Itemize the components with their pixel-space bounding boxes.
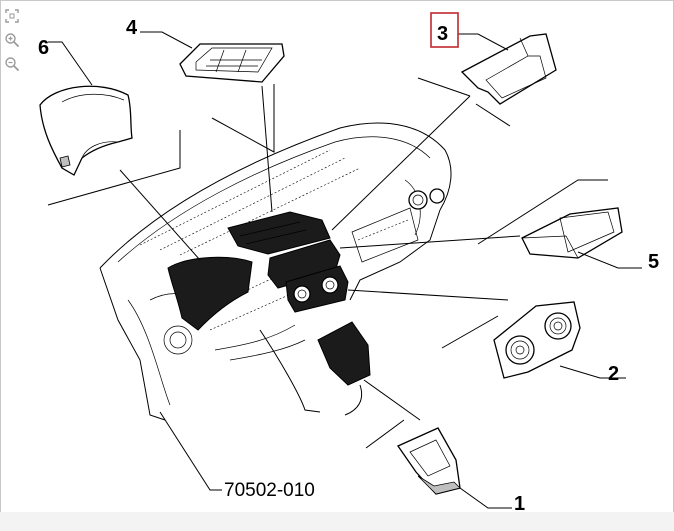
callout-2[interactable]: 2 <box>608 363 619 385</box>
dashboard-assembly <box>99 122 452 421</box>
callout-5[interactable]: 5 <box>648 251 659 273</box>
callout-6[interactable]: 6 <box>38 37 49 59</box>
installed-top-vent <box>227 211 331 255</box>
part-5-storage-pocket <box>521 207 623 259</box>
callout-1[interactable]: 1 <box>514 493 525 515</box>
installed-vent-cluster <box>285 265 349 313</box>
part-4-top-vent-panel <box>179 43 285 83</box>
part-3-center-bezel <box>460 33 557 105</box>
viewer-bottom-strip <box>0 512 674 531</box>
part-6-binnacle-cover <box>39 85 133 176</box>
fit-view-icon[interactable] <box>4 8 20 24</box>
installed-console-tray <box>317 321 371 386</box>
callout-4[interactable]: 4 <box>126 17 138 39</box>
part-2-vent-cluster <box>493 301 581 379</box>
zoom-in-icon[interactable] <box>4 32 20 48</box>
callout-3[interactable]: 3 <box>437 23 448 45</box>
viewer-toolbar <box>4 8 22 80</box>
zoom-out-icon[interactable] <box>4 56 20 72</box>
callout-3-highlight-box <box>430 12 459 48</box>
leader-lines <box>47 31 642 509</box>
part-number-label[interactable]: 70502-010 <box>224 480 315 501</box>
part-1-console-tray <box>397 427 461 495</box>
installed-binnacle <box>167 256 253 331</box>
